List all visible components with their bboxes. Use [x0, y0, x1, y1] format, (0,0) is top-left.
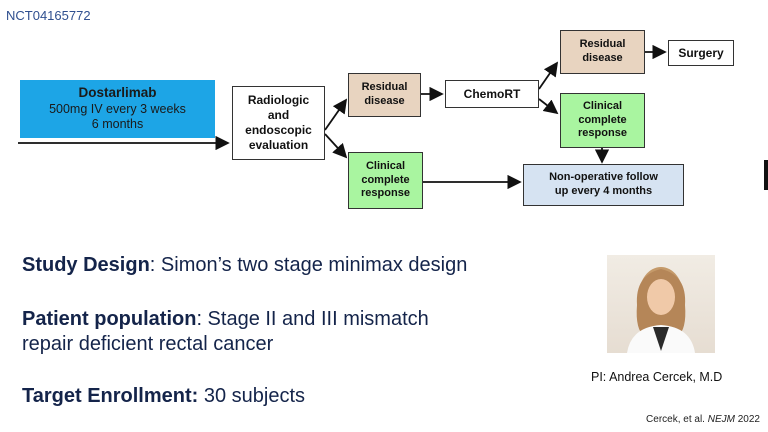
ccr2-line-2: complete [578, 113, 627, 126]
surgery-label: Surgery [678, 45, 724, 60]
ccr1-line-3: response [361, 187, 410, 200]
arrow-chemort-to-residual2 [538, 61, 559, 90]
residual1-line-1: Residual [361, 81, 408, 94]
study-design-label: Study Design [22, 254, 150, 276]
residual1-line-2: disease [364, 95, 405, 107]
target-enrollment-line: Target Enrollment: 30 subjects [22, 385, 305, 408]
trial-id: NCT04165772 [6, 8, 91, 23]
clinical-complete-response-box-2: Clinical complete response [560, 93, 645, 148]
evaluation-line-4: evaluation [248, 138, 309, 152]
ccr1-line-1: Clinical [365, 159, 406, 172]
nonop-line-2: up every 4 months [554, 185, 653, 197]
residual2-line-1: Residual [579, 38, 626, 51]
arrow-chemort-to-ccr2 [538, 98, 559, 115]
evaluation-box: Radiologic and endoscopic evaluation [232, 86, 325, 160]
patient-population-value-2: repair deficient rectal cancer [22, 333, 274, 355]
pi-portrait [607, 255, 715, 353]
chemort-box: ChemoRT [445, 80, 539, 108]
ccr2-line-1: Clinical [582, 99, 623, 112]
patient-population-line: Patient population: Stage II and III mis… [22, 307, 429, 357]
study-design-line: Study Design: Simon’s two stage minimax … [22, 254, 467, 277]
nonop-line-1: Non-operative follow [549, 171, 658, 184]
patient-population-value-1: : Stage II and III mismatch [196, 308, 429, 330]
dostarlimab-dose: 500mg IV every 3 weeks [49, 101, 186, 116]
citation-year: 2022 [734, 414, 760, 425]
arrow-evaluation-to-residual [324, 98, 348, 131]
arrow-evaluation-to-ccr [324, 133, 348, 159]
citation-journal: NEJM [707, 414, 735, 425]
residual-disease-box-2: Residual disease [560, 30, 645, 74]
study-design-value: : Simon’s two stage minimax design [149, 254, 468, 276]
evaluation-line-2: and [267, 108, 290, 122]
ccr1-line-2: complete [361, 173, 410, 186]
evaluation-line-1: Radiologic [247, 93, 310, 107]
clinical-complete-response-box-1: Clinical complete response [348, 152, 423, 209]
evaluation-line-3: endoscopic [245, 123, 312, 137]
target-enrollment-value: 30 subjects [198, 385, 306, 407]
dostarlimab-box: Dostarlimab 500mg IV every 3 weeks 6 mon… [20, 80, 215, 138]
residual2-line-2: disease [582, 52, 623, 64]
edge-marker [764, 160, 768, 190]
citation-authors: Cercek, et al. [646, 414, 708, 425]
principal-investigator: PI: Andrea Cercek, M.D [591, 370, 723, 384]
dostarlimab-title: Dostarlimab [78, 84, 157, 100]
ccr2-line-3: response [578, 127, 627, 140]
non-operative-followup-box: Non-operative follow up every 4 months [523, 164, 684, 206]
target-enrollment-label: Target Enrollment: [22, 385, 199, 407]
chemort-label: ChemoRT [463, 86, 521, 101]
residual-disease-box-1: Residual disease [348, 73, 421, 117]
dostarlimab-duration: 6 months [91, 117, 144, 132]
surgery-box: Surgery [668, 40, 734, 66]
patient-population-label: Patient population [22, 308, 197, 330]
citation: Cercek, et al. NEJM 2022 [646, 414, 760, 425]
